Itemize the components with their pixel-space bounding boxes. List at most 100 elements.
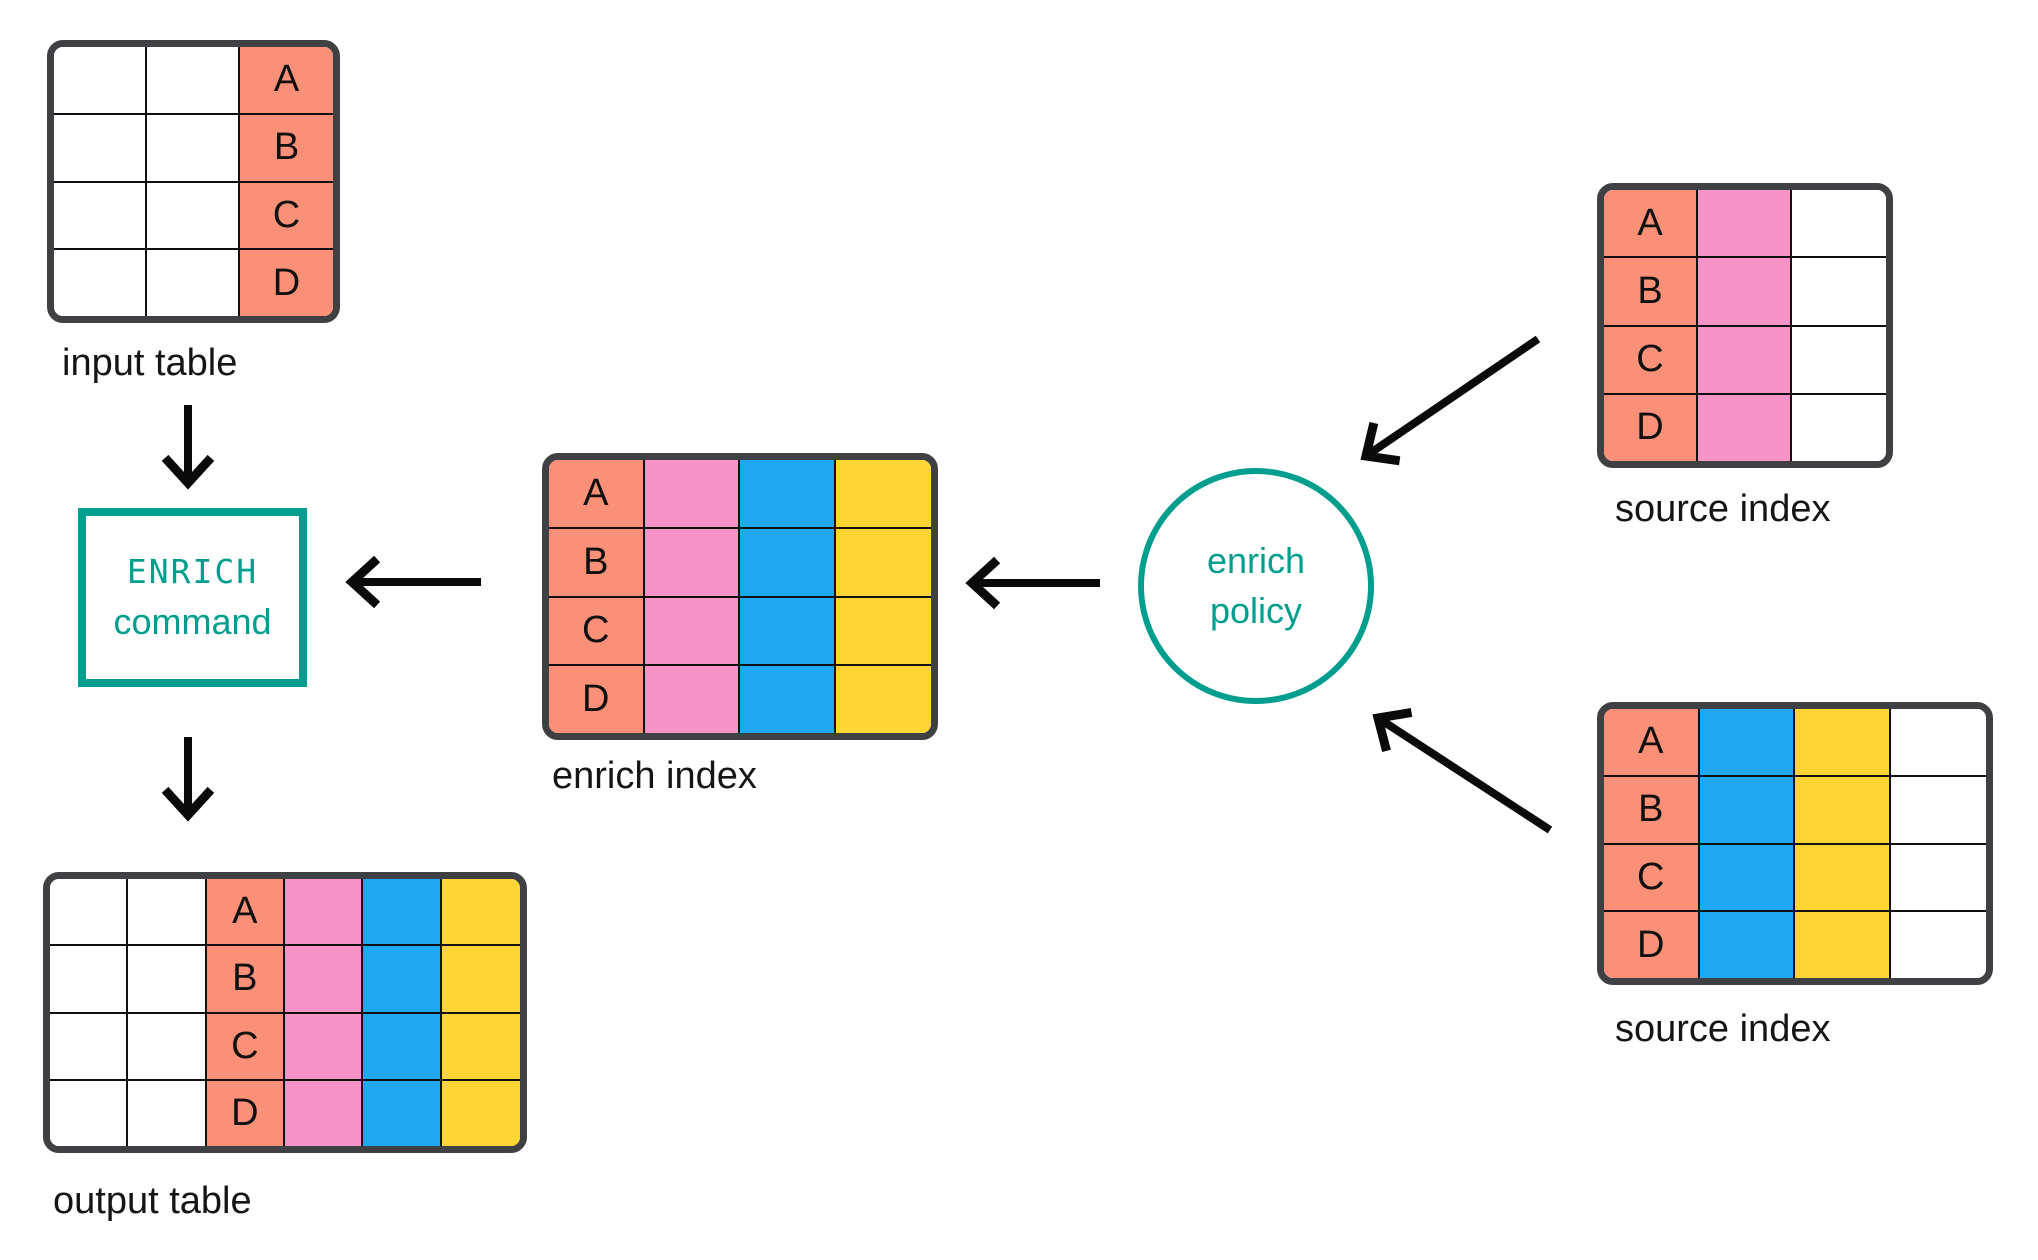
table-cell	[50, 879, 129, 947]
table-key-cell: B	[549, 528, 645, 598]
table-cell	[54, 182, 147, 251]
table-cell	[363, 879, 442, 947]
table-cell	[285, 879, 364, 947]
table-cell	[285, 946, 364, 1014]
table-cell	[128, 1080, 207, 1146]
table-cell	[1890, 912, 1986, 978]
table-cell	[50, 946, 129, 1014]
table-cell	[1795, 709, 1891, 777]
arrow-enrich_index-to-enrich_command	[345, 555, 481, 609]
enrich-command-keyword: ENRICH	[126, 552, 259, 591]
table-cell	[740, 666, 836, 733]
table-key-cell: B	[1604, 776, 1700, 845]
table-cell	[1890, 844, 1986, 913]
arrow-head	[161, 786, 215, 822]
table-key-cell: A	[1604, 709, 1700, 777]
arrow-shaft	[1366, 335, 1541, 458]
table-cell	[54, 250, 147, 316]
table-cell	[128, 946, 207, 1014]
table-cell	[1795, 844, 1891, 913]
table-cell	[50, 1080, 129, 1146]
table-key-cell: D	[549, 666, 645, 733]
table-key-cell: D	[206, 1080, 285, 1146]
table-cell	[644, 666, 740, 733]
enrich-policy-line1: enrich	[1206, 540, 1306, 582]
table-cell	[1698, 326, 1792, 395]
table-cell	[644, 528, 740, 598]
table-cell	[147, 47, 240, 115]
table-cell	[1795, 912, 1891, 978]
table-cell	[128, 1013, 207, 1081]
table-key-cell: A	[206, 879, 285, 947]
table-cell	[54, 47, 147, 115]
enrich-index-label: enrich index	[552, 755, 757, 797]
table-key-cell: D	[1604, 912, 1700, 978]
table-cell	[740, 528, 836, 598]
table-cell	[1792, 190, 1886, 259]
enrich-command-box: ENRICH command	[78, 508, 307, 687]
table-cell	[147, 182, 240, 251]
table-key-cell: C	[206, 1013, 285, 1081]
table-cell	[54, 114, 147, 183]
table-cell	[441, 946, 520, 1014]
table-cell	[740, 597, 836, 667]
table-cell	[147, 114, 240, 183]
table-key-cell: C	[240, 182, 333, 251]
arrow-head	[1372, 708, 1413, 753]
arrow-source_index_top-to-enrich_policy	[1360, 335, 1541, 466]
enrich-policy-circle: enrich policy	[1138, 468, 1374, 704]
arrow-head	[161, 454, 215, 490]
table-cell	[1890, 709, 1986, 777]
arrow-input_table-to-enrich_command	[161, 405, 215, 490]
table-key-cell: C	[1604, 844, 1700, 913]
arrow-enrich_policy-to-enrich_index	[965, 556, 1100, 610]
source-index-top-label: source index	[1615, 488, 1831, 530]
table-key-cell: B	[206, 946, 285, 1014]
arrow-head	[965, 556, 1001, 610]
arrow-shaft	[1378, 716, 1553, 834]
table-cell	[1792, 258, 1886, 327]
table-cell	[1792, 326, 1886, 395]
table-key-cell: C	[1604, 326, 1698, 395]
enrich-command-word: command	[113, 601, 272, 642]
table-cell	[835, 460, 931, 529]
table-cell	[1698, 394, 1792, 461]
table-cell	[740, 460, 836, 529]
table-key-cell: A	[240, 47, 333, 115]
table-cell	[1699, 912, 1795, 978]
table-key-cell: C	[549, 597, 645, 667]
table-cell	[441, 1080, 520, 1146]
table-key-cell: A	[1604, 190, 1698, 259]
output-table-label: output table	[53, 1180, 252, 1222]
arrow-head	[345, 555, 381, 609]
table-cell	[835, 528, 931, 598]
table-key-cell: A	[549, 460, 645, 529]
table-cell	[285, 1013, 364, 1081]
table-cell	[128, 879, 207, 947]
table-cell	[363, 1013, 442, 1081]
table-cell	[285, 1080, 364, 1146]
table-cell	[1699, 776, 1795, 845]
table-cell	[441, 879, 520, 947]
table-cell	[363, 946, 442, 1014]
enrich-policy-line2: policy	[1209, 590, 1303, 631]
table-cell	[50, 1013, 129, 1081]
table-key-cell: B	[240, 114, 333, 183]
arrow-enrich_command-to-output_table	[161, 737, 215, 822]
table-key-cell: D	[240, 250, 333, 316]
input-table-label: input table	[62, 342, 238, 384]
table-cell	[1699, 709, 1795, 777]
table-cell	[835, 597, 931, 667]
table-cell	[644, 460, 740, 529]
table-cell	[1795, 776, 1891, 845]
